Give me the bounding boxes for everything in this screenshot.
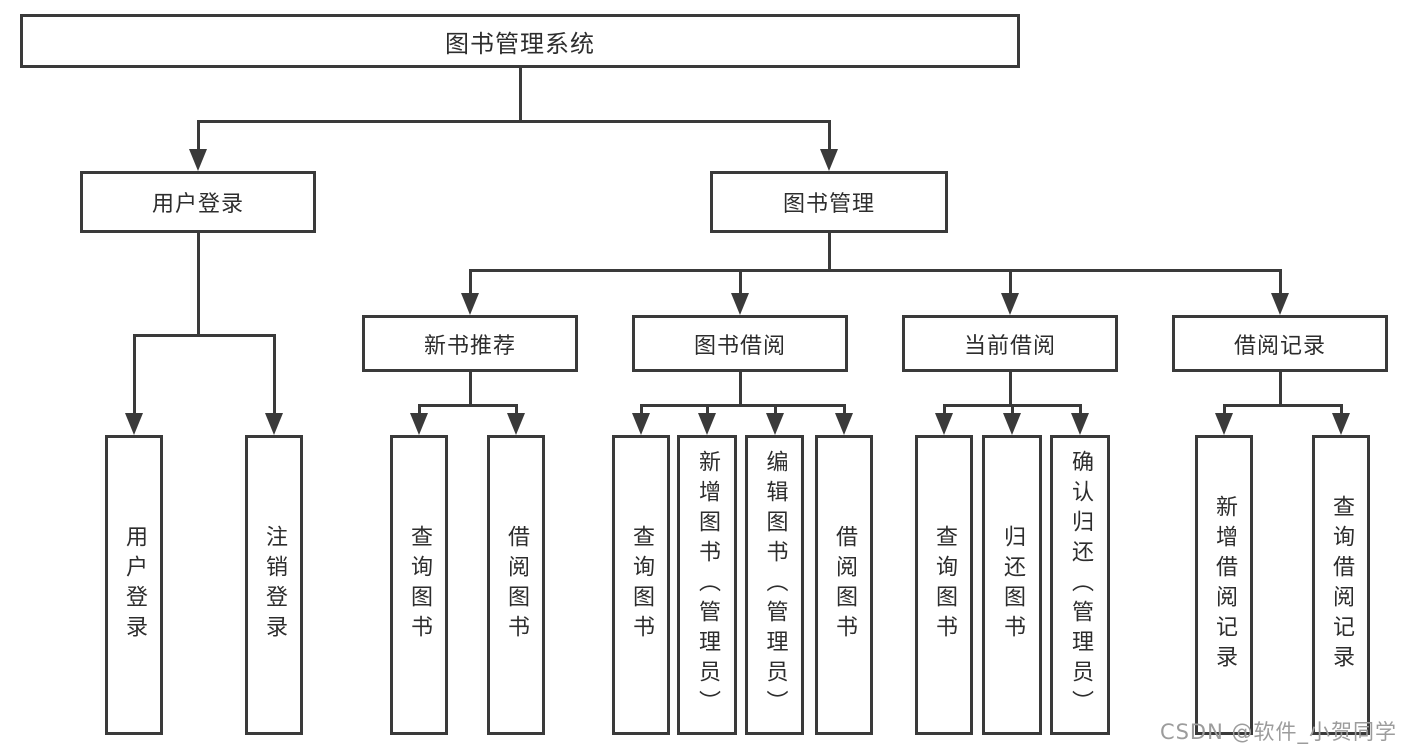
connector-bus <box>1223 404 1343 407</box>
leaf-query-borrow-record: 查询借阅记录 <box>1312 435 1370 735</box>
node-current-borrow: 当前借阅 <box>902 315 1118 372</box>
arrowhead-down-icon <box>835 413 853 435</box>
arrowhead-down-icon <box>1332 413 1350 435</box>
arrowhead-down-icon <box>1003 413 1021 435</box>
arrowhead-down-icon <box>1215 413 1233 435</box>
connector-stub <box>133 334 136 414</box>
arrowhead-down-icon <box>507 413 525 435</box>
leaf-add-books-admin: 新增图书（管理员） <box>677 435 737 735</box>
connector-stub <box>640 404 643 415</box>
node-user-login: 用户登录 <box>80 171 316 233</box>
leaf-edit-books-admin: 编辑图书（管理员） <box>745 435 804 735</box>
connector-level2-bus <box>197 120 830 123</box>
connector-stub <box>828 120 831 150</box>
connector-bus <box>418 404 518 407</box>
arrowhead-down-icon <box>1001 293 1019 315</box>
leaf-add-borrow-record: 新增借阅记录 <box>1195 435 1253 735</box>
connector-stub <box>843 404 846 415</box>
connector-stub <box>418 404 421 415</box>
connector-stub <box>1223 404 1226 415</box>
leaf-query-books-borrow: 查询图书 <box>612 435 670 735</box>
arrowhead-down-icon <box>731 293 749 315</box>
connector-level3-bus <box>469 269 1282 272</box>
connector-trunk <box>1279 372 1282 407</box>
leaf-user-login: 用户登录 <box>105 435 163 735</box>
arrowhead-down-icon <box>1071 413 1089 435</box>
connector-stub <box>1079 404 1082 415</box>
connector-trunk <box>1009 372 1012 407</box>
connector-trunk <box>469 372 472 407</box>
connector-stub <box>273 334 276 414</box>
connector-stub <box>197 120 200 150</box>
arrowhead-down-icon <box>461 293 479 315</box>
leaf-confirm-return-admin: 确认归还（管理员） <box>1050 435 1110 735</box>
leaf-logout: 注销登录 <box>245 435 303 735</box>
connector-trunk <box>197 233 200 335</box>
connector-stub <box>1279 269 1282 295</box>
connector-stub <box>1011 404 1014 415</box>
node-new-book-recommend: 新书推荐 <box>362 315 578 372</box>
connector-stub <box>515 404 518 415</box>
leaf-borrow-books-recommend: 借阅图书 <box>487 435 545 735</box>
arrowhead-down-icon <box>766 413 784 435</box>
connector-trunk <box>739 372 742 407</box>
node-book-mgmt: 图书管理 <box>710 171 948 233</box>
connector-bus <box>133 334 275 337</box>
connector-stub <box>1340 404 1343 415</box>
csdn-watermark: CSDN @软件_小贺同学 <box>1159 720 1397 744</box>
arrowhead-down-icon <box>820 149 838 171</box>
connector-stub <box>1009 269 1012 295</box>
connector-stub <box>706 404 709 415</box>
arrowhead-down-icon <box>265 413 283 435</box>
connector-bus <box>640 404 846 407</box>
arrowhead-down-icon <box>1271 293 1289 315</box>
leaf-return-books: 归还图书 <box>982 435 1042 735</box>
connector-stub <box>739 269 742 295</box>
arrowhead-down-icon <box>935 413 953 435</box>
arrowhead-down-icon <box>698 413 716 435</box>
node-root: 图书管理系统 <box>20 14 1020 68</box>
leaf-query-books-current: 查询图书 <box>915 435 973 735</box>
arrowhead-down-icon <box>125 413 143 435</box>
node-borrow-records: 借阅记录 <box>1172 315 1388 372</box>
arrowhead-down-icon <box>410 413 428 435</box>
connector-trunk <box>828 233 831 272</box>
leaf-query-books-recommend: 查询图书 <box>390 435 448 735</box>
connector-stub <box>943 404 946 415</box>
arrowhead-down-icon <box>632 413 650 435</box>
connector-root-trunk <box>519 68 522 121</box>
node-book-borrow: 图书借阅 <box>632 315 848 372</box>
connector-stub <box>469 269 472 295</box>
leaf-borrow-books: 借阅图书 <box>815 435 873 735</box>
arrowhead-down-icon <box>189 149 207 171</box>
connector-stub <box>774 404 777 415</box>
